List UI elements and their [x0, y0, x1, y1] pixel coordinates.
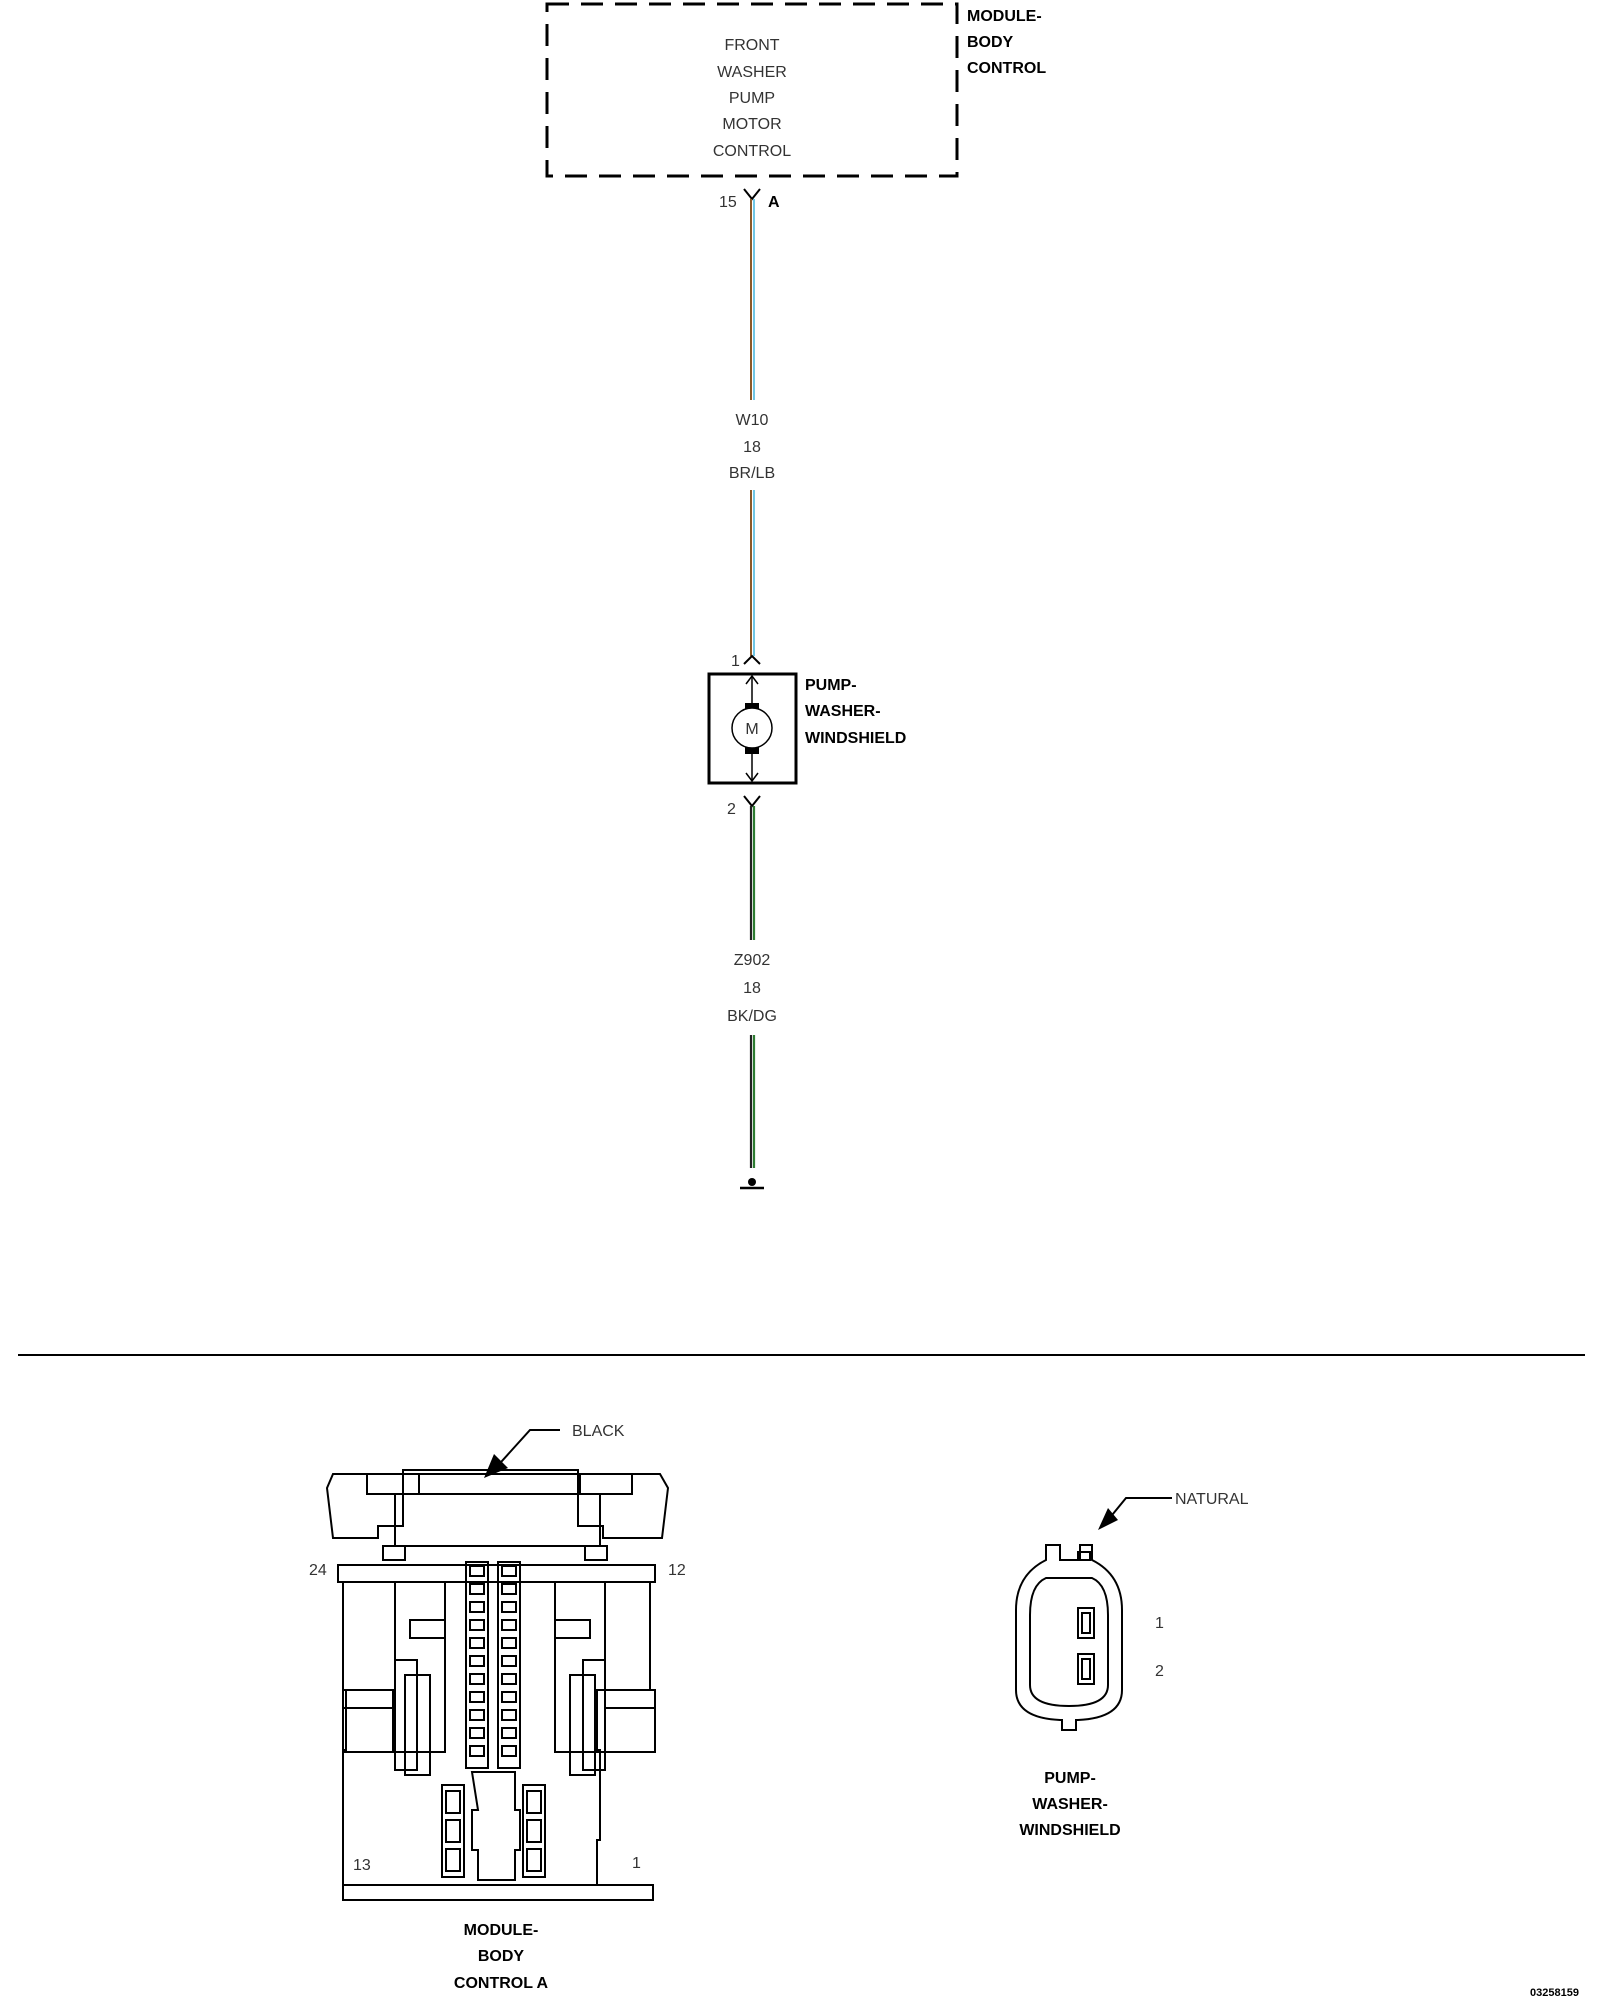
bcm-connector-name-line-2: BODY: [478, 1948, 525, 1965]
wire-z902: [749, 806, 756, 1168]
pump-connector-name-line-3: WINDSHIELD: [1019, 1822, 1120, 1839]
module-body-control-box: [545, 2, 959, 178]
module-name-line-2: BODY: [967, 34, 1014, 51]
module-box-line-4: MOTOR: [722, 116, 781, 133]
motor-symbol-letter: M: [745, 721, 758, 738]
module-pin-number: 15: [719, 194, 737, 211]
module-name-line-1: MODULE-: [967, 8, 1042, 25]
wire-w10: [750, 199, 755, 656]
module-box-line-5: CONTROL: [713, 143, 791, 160]
pump-connector-name-line-2: WASHER-: [1032, 1796, 1108, 1813]
wire-z902-circuit: Z902: [734, 952, 771, 969]
module-name-line-3: CONTROL: [967, 60, 1046, 77]
bcm-connector-color: BLACK: [572, 1423, 625, 1440]
bcm-connector-drawing: [325, 1429, 670, 1901]
wire-w10-color: BR/LB: [729, 465, 775, 482]
bcm-pin-label-12: 12: [668, 1562, 686, 1579]
pump-connector-name-line-1: PUMP-: [1044, 1770, 1096, 1787]
figure-id: 03258159: [1530, 1987, 1579, 1999]
pump-pin2-connector-symbol: [743, 795, 761, 808]
module-box-line-3: PUMP: [729, 90, 775, 107]
module-box-line-1: FRONT: [724, 37, 779, 54]
wire-w10-gauge: 18: [743, 439, 761, 456]
module-pin-connector-symbol: [743, 188, 761, 201]
bcm-pin-label-24: 24: [309, 1562, 327, 1579]
pump-connector-pin-2: 2: [1155, 1663, 1164, 1680]
pump-name-line-2: WASHER-: [805, 703, 881, 720]
motor-symbol: [731, 707, 773, 749]
wire-w10-circuit: W10: [736, 412, 769, 429]
pump-name-line-3: WINDSHIELD: [805, 730, 906, 747]
pump-connector-color: NATURAL: [1175, 1491, 1249, 1508]
wire-z902-color: BK/DG: [727, 1008, 777, 1025]
bcm-connector-name-line-1: MODULE-: [464, 1922, 539, 1939]
pump-connector-pin-1: 1: [1155, 1615, 1164, 1632]
ground-symbol: [740, 1178, 764, 1190]
module-box-line-2: WASHER: [717, 64, 787, 81]
pump-name-line-1: PUMP-: [805, 677, 857, 694]
wire-z902-gauge: 18: [743, 980, 761, 997]
bcm-pin-label-13: 13: [353, 1857, 371, 1874]
pump-pin1-connector-symbol: [743, 654, 761, 665]
module-connector-letter: A: [768, 194, 780, 211]
bcm-connector-name-line-3: CONTROL A: [454, 1975, 549, 1992]
bcm-pin-label-1: 1: [632, 1855, 641, 1872]
pump-connector-drawing: [1015, 1497, 1172, 1731]
pump-pin-bottom: 2: [727, 801, 736, 818]
pump-pin-top: 1: [731, 653, 740, 670]
